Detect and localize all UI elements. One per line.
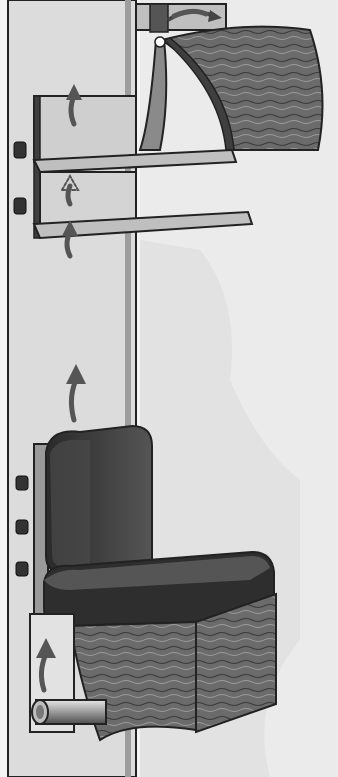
- bolt: [15, 475, 29, 491]
- pivot-dot: [154, 36, 166, 48]
- bolt: [13, 141, 27, 159]
- top-vent: [135, 3, 227, 33]
- bolt: [15, 561, 29, 577]
- airflow-arrow-icon: [62, 220, 78, 259]
- floor-pipe: [31, 699, 107, 725]
- lower-bracket-panel: [39, 171, 137, 225]
- bench-seat: [43, 550, 275, 628]
- bench-base-side: [195, 592, 277, 734]
- lower-shelf: [32, 210, 254, 240]
- airflow-arrows: [36, 8, 209, 693]
- airflow-arrow-icon: [66, 84, 82, 127]
- upper-shelf: [32, 148, 238, 174]
- airflow-arrow-icon: [60, 173, 80, 207]
- airflow-arrow-icon: [66, 364, 86, 423]
- airflow-arrow-icon: [171, 8, 209, 19]
- curved-plate: [138, 39, 168, 151]
- bolt: [13, 197, 27, 215]
- wall-mounting-bolts: [13, 141, 29, 577]
- airflow-arrow-icon: [36, 638, 56, 693]
- curved-plate-inner: [162, 37, 235, 151]
- bolt: [15, 519, 29, 535]
